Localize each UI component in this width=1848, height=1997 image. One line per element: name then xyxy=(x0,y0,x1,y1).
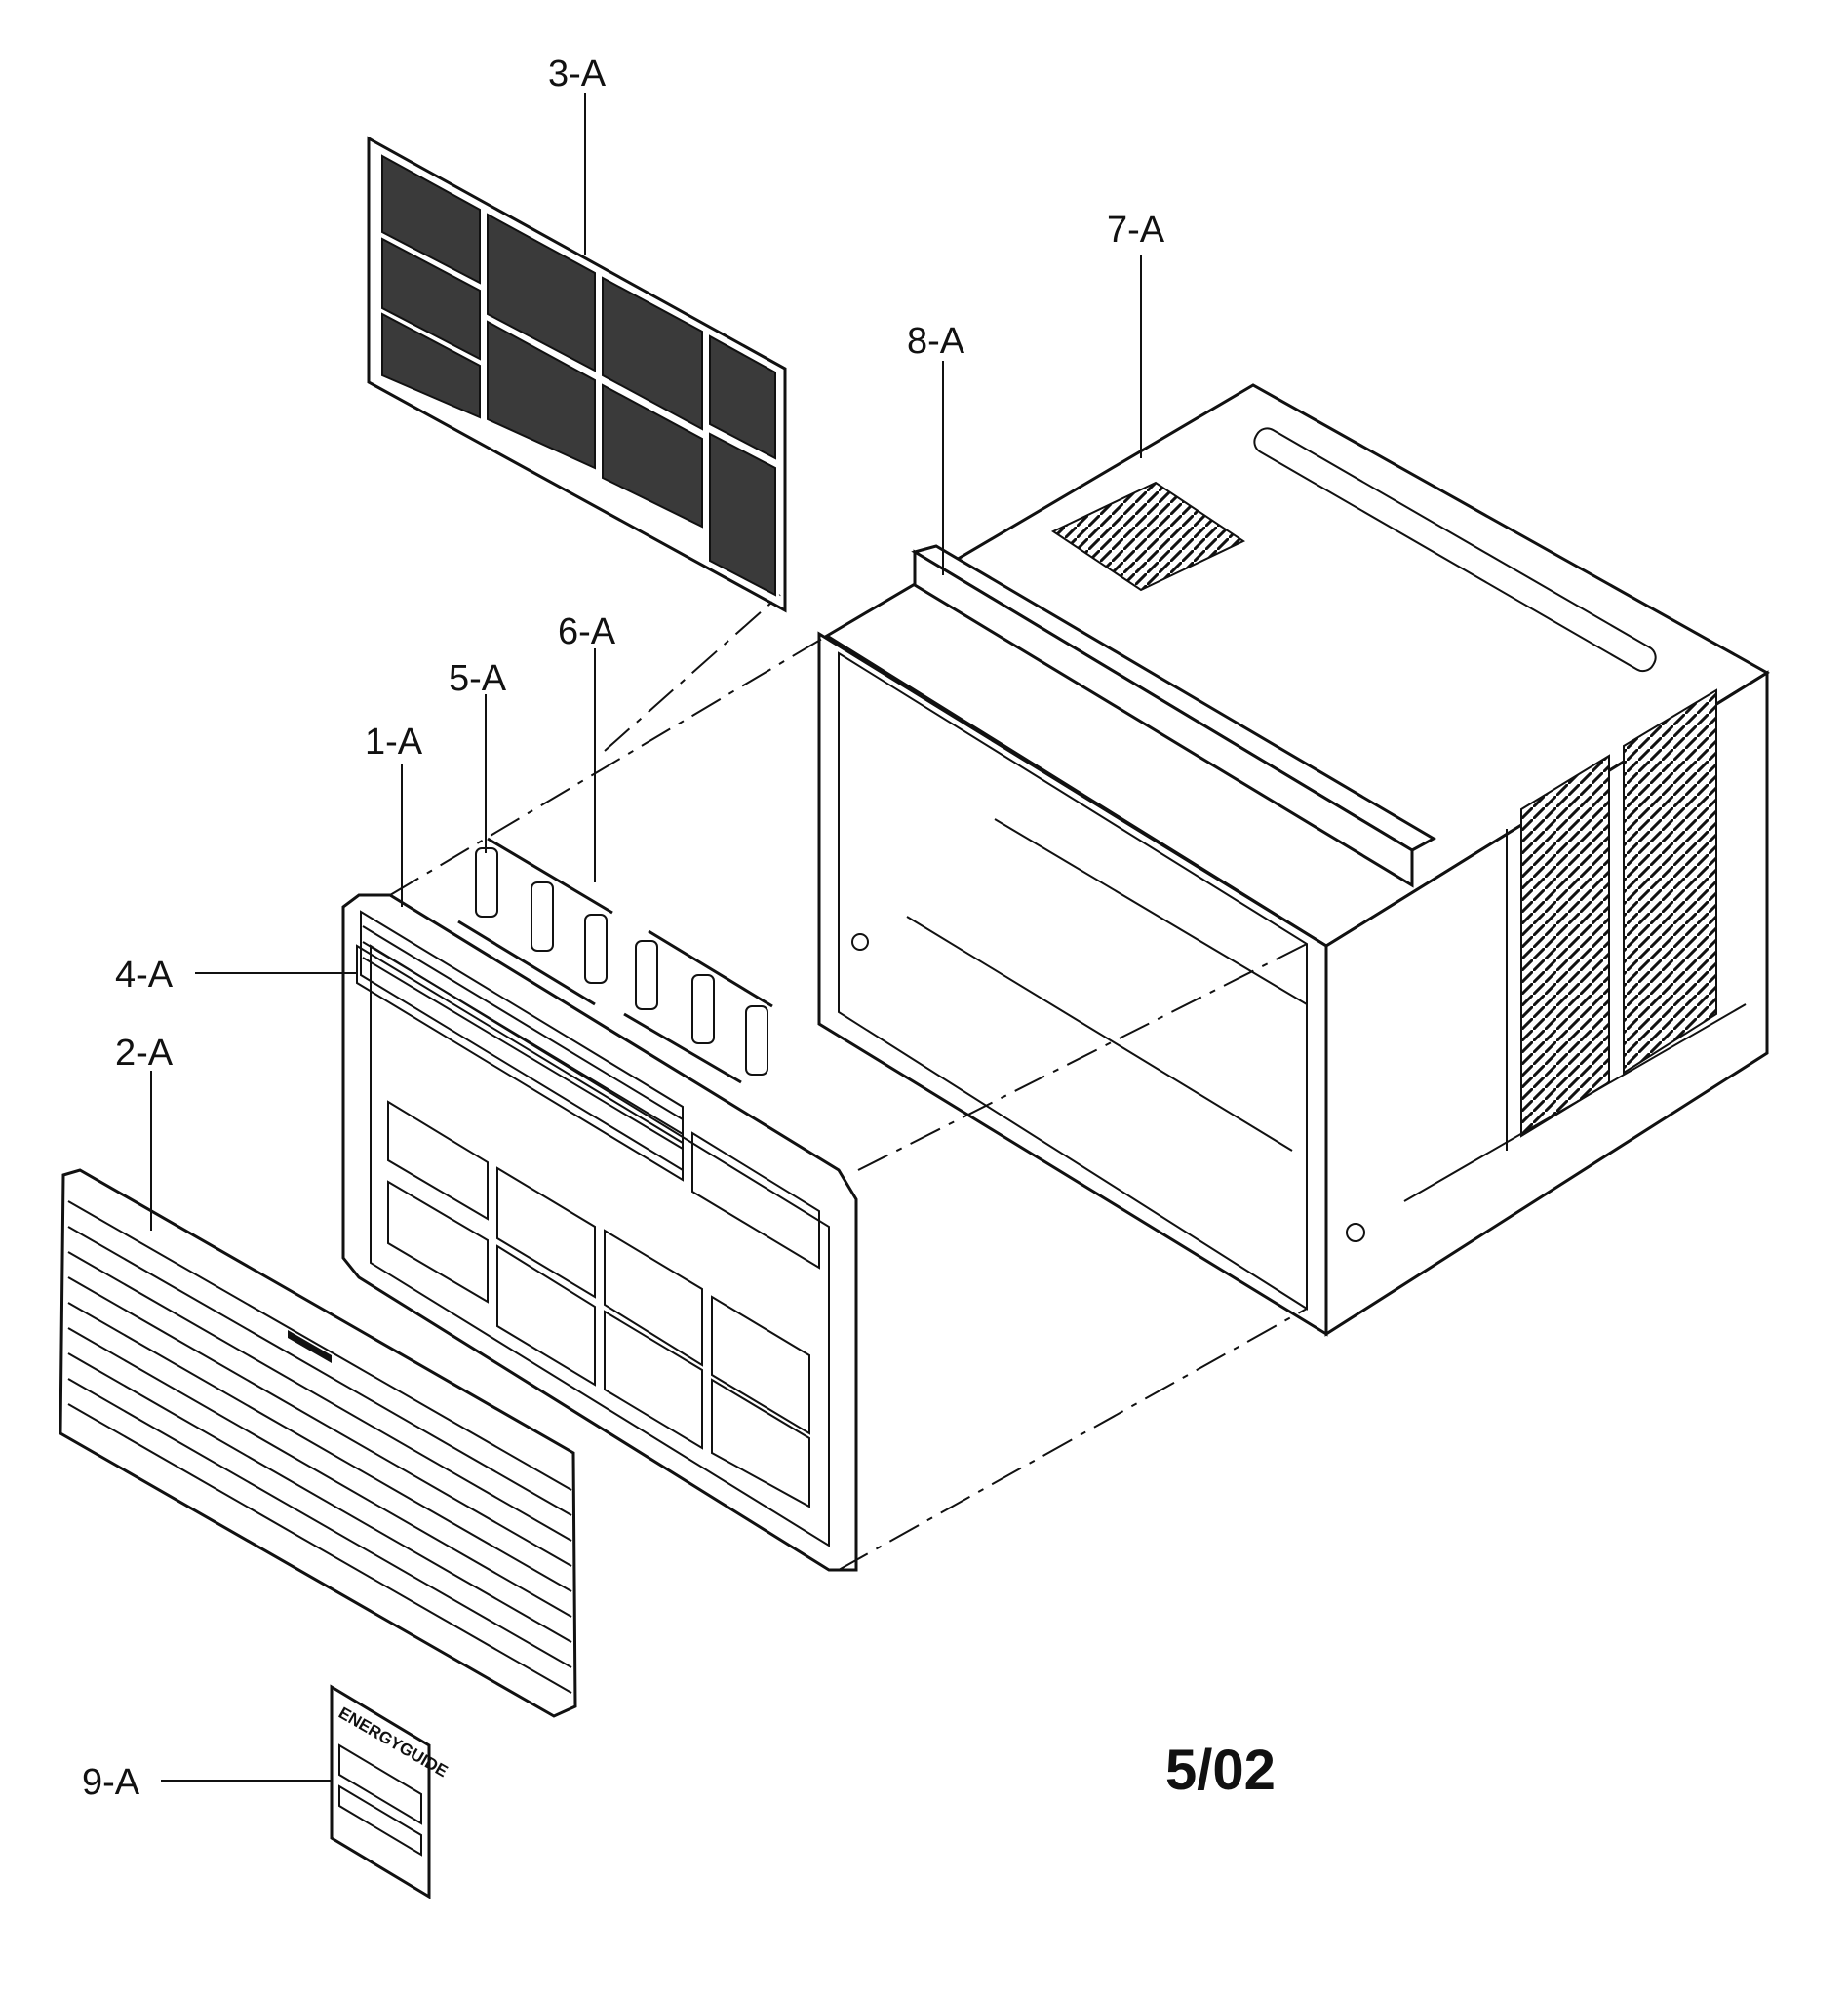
callout-1a: 1-A xyxy=(365,722,423,763)
callout-3a: 3-A xyxy=(548,54,607,95)
filter-part xyxy=(367,136,787,613)
callout-5a: 5-A xyxy=(449,658,507,699)
cabinet-part xyxy=(817,383,1770,1337)
callout-leaders xyxy=(150,93,1142,1782)
callout-2a: 2-A xyxy=(115,1033,174,1074)
front-grille-part xyxy=(59,1168,577,1718)
callout-9a: 9-A xyxy=(82,1762,140,1803)
vane-assembly-part xyxy=(457,837,773,1084)
callout-7a: 7-A xyxy=(1107,210,1165,251)
energy-label-part: ENERGYGUIDE xyxy=(330,1684,451,1899)
alignment-lines xyxy=(389,594,1308,1571)
louver-part xyxy=(356,944,684,1182)
top-rail-part xyxy=(911,544,1437,888)
callout-6a: 6-A xyxy=(558,611,616,652)
callout-8a: 8-A xyxy=(907,321,965,362)
callout-4a: 4-A xyxy=(115,955,174,996)
callout-labels: 3-A 7-A 8-A 6-A 5-A 1-A 4-A 2-A 9-A xyxy=(82,54,1165,1803)
revision-date: 5/02 xyxy=(1165,1739,1276,1802)
